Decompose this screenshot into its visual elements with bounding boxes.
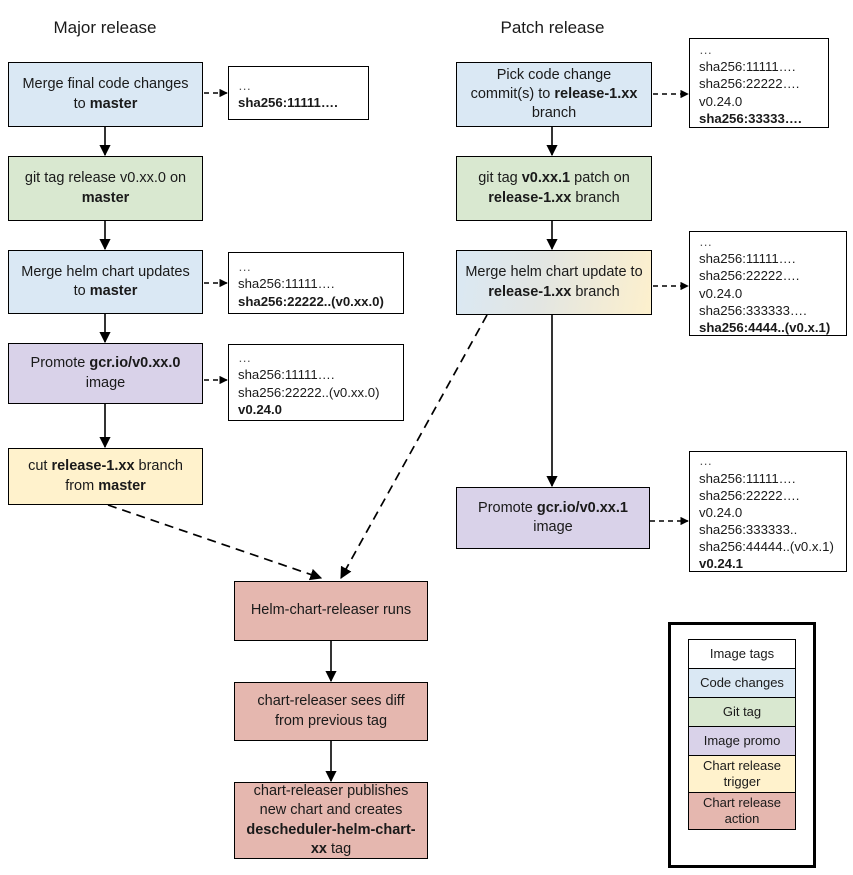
note-line: … <box>238 77 253 93</box>
note-line: sha256:333333.. <box>699 522 798 538</box>
note-line: … <box>699 234 714 250</box>
note-line: sha256:22222…. <box>699 268 800 284</box>
note-line: sha256:11111…. <box>238 95 338 110</box>
node-text: Promote <box>478 499 537 516</box>
node-promote-image-patch[interactable]: Promote gcr.io/v0.xx.1 image <box>456 487 650 549</box>
legend-item-label: Image promo <box>703 733 781 749</box>
node-text-mid: branch from <box>65 458 183 494</box>
note-image-tags-1: … sha256:11111…. <box>228 66 369 120</box>
node-git-tag-release[interactable]: git tag release v0.xx.0 on master <box>8 156 203 221</box>
node-text-tail: branch <box>571 283 620 300</box>
note-image-tags-2: …sha256:11111….sha256:22222..(v0.xx.0) <box>228 252 404 314</box>
note-line: sha256:22222..(v0.xx.0) <box>238 293 384 309</box>
legend-item-code-changes: Code changes <box>688 668 796 698</box>
node-promote-image-major[interactable]: Promote gcr.io/v0.xx.0 image <box>8 343 203 404</box>
node-text: chart-releaser publishes new chart and c… <box>253 783 409 819</box>
node-text-strong: release-1.xx <box>554 85 638 102</box>
legend-item-label: Git tag <box>722 704 762 720</box>
node-text-strong2: release-1.xx <box>488 189 572 206</box>
legend-item-git-tag: Git tag <box>688 697 796 727</box>
note-line: v0.24.1 <box>699 556 743 572</box>
node-text: chart-releaser sees diff from previous t… <box>257 693 405 729</box>
legend-item-label: Image tags <box>709 646 775 662</box>
node-text-tail: image <box>85 374 126 391</box>
node-merge-helm-chart-update-patch[interactable]: Merge helm chart update to release-1.xx … <box>456 250 652 315</box>
legend-item-image-tags: Image tags <box>688 639 796 669</box>
node-text: git tag release v0.xx.0 on <box>24 170 187 187</box>
node-text-strong: descheduler-helm-chart-xx <box>246 821 416 857</box>
note-line: sha256:4444..(v0.x.1) <box>699 319 831 335</box>
legend-item-chart-release-trigger: Chart release trigger <box>688 755 796 793</box>
node-text-tail: tag <box>326 840 352 857</box>
node-text: Promote <box>30 355 90 372</box>
note-line: v0.24.0 <box>699 93 743 109</box>
node-text-strong: release-1.xx <box>51 458 135 475</box>
note-line: v0.24.0 <box>699 504 743 520</box>
legend-item-label: Code changes <box>700 675 784 691</box>
node-text-tail: branch <box>531 105 577 122</box>
note-line: sha256:11111…. <box>238 367 335 383</box>
node-git-tag-patch[interactable]: git tag v0.xx.1 patch on release-1.xx br… <box>456 156 652 221</box>
note-image-tags-6: …sha256:11111….sha256:22222….v0.24.0 sha2… <box>689 451 847 572</box>
node-text: git tag <box>478 170 522 187</box>
note-image-tags-3: …sha256:11111….sha256:22222..(v0.xx.0)v0… <box>228 344 404 421</box>
note-line: sha256:333333…. <box>699 302 807 318</box>
node-pick-code-change-commits[interactable]: Pick code change commit(s) to release-1.… <box>456 62 652 127</box>
note-line: … <box>699 42 714 58</box>
node-text-tail: branch <box>571 189 620 206</box>
note-line: sha256:11111…. <box>238 276 335 292</box>
column-title-patch: Patch release <box>500 18 605 37</box>
node-helm-chart-releaser-runs[interactable]: Helm-chart-releaser runs <box>234 581 428 641</box>
node-text-strong: master <box>89 283 138 299</box>
edge-trigger-from-cut-branch <box>107 504 323 581</box>
node-text-strong: release-1.xx <box>488 283 572 300</box>
note-line: sha256:11111…. <box>699 470 796 486</box>
column-title-major: Major release <box>53 18 157 37</box>
node-text-strong2: master <box>98 477 146 494</box>
legend-item-image-promo: Image promo <box>688 726 796 756</box>
node-chart-releaser-sees-diff[interactable]: chart-releaser sees diff from previous t… <box>234 682 428 741</box>
note-line: sha256:22222…. <box>699 487 800 503</box>
node-merge-helm-chart-updates[interactable]: Merge helm chart updates to master <box>8 250 203 314</box>
node-text: Helm-chart-releaser runs <box>250 602 412 619</box>
note-line: sha256:22222..(v0.xx.0) <box>238 384 380 400</box>
node-text: Merge final code changes to <box>22 76 189 112</box>
node-text-tail: image <box>533 519 573 535</box>
node-text: Merge helm chart update to <box>465 264 643 281</box>
node-text-strong: gcr.io/v0.xx.1 <box>536 499 628 516</box>
note-line: v0.24.0 <box>699 285 743 301</box>
note-line: sha256:11111…. <box>699 251 796 267</box>
node-text-strong: master <box>89 95 138 112</box>
node-text: Merge helm chart updates to <box>21 263 190 299</box>
legend-item-label: Chart release trigger <box>702 758 782 789</box>
node-cut-release-branch[interactable]: cut release-1.xx branch from master <box>8 448 203 505</box>
note-line: … <box>238 259 253 275</box>
node-text-mid: patch on <box>570 170 630 187</box>
node-text: cut <box>28 458 52 475</box>
legend-item-label: Chart release action <box>702 795 782 826</box>
node-chart-releaser-publishes[interactable]: chart-releaser publishes new chart and c… <box>234 782 428 859</box>
note-line: sha256:22222…. <box>699 76 800 92</box>
node-text-strong: master <box>81 189 130 206</box>
node-text-strong: v0.xx.1 <box>521 170 571 187</box>
note-line: … <box>238 350 253 366</box>
legend-item-chart-release-action: Chart release action <box>688 792 796 830</box>
note-line: v0.24.0 <box>238 401 282 417</box>
node-text-strong: gcr.io/v0.xx.0 <box>89 355 181 372</box>
note-line: sha256:44444..(v0.x.1) <box>699 539 834 555</box>
note-line: sha256:33333…. <box>699 110 802 126</box>
note-line: … <box>699 453 714 469</box>
note-line: sha256:11111…. <box>699 59 796 75</box>
node-text: Pick code change commit(s) to <box>470 66 612 102</box>
node-merge-final-code-changes[interactable]: Merge final code changes to master <box>8 62 203 127</box>
